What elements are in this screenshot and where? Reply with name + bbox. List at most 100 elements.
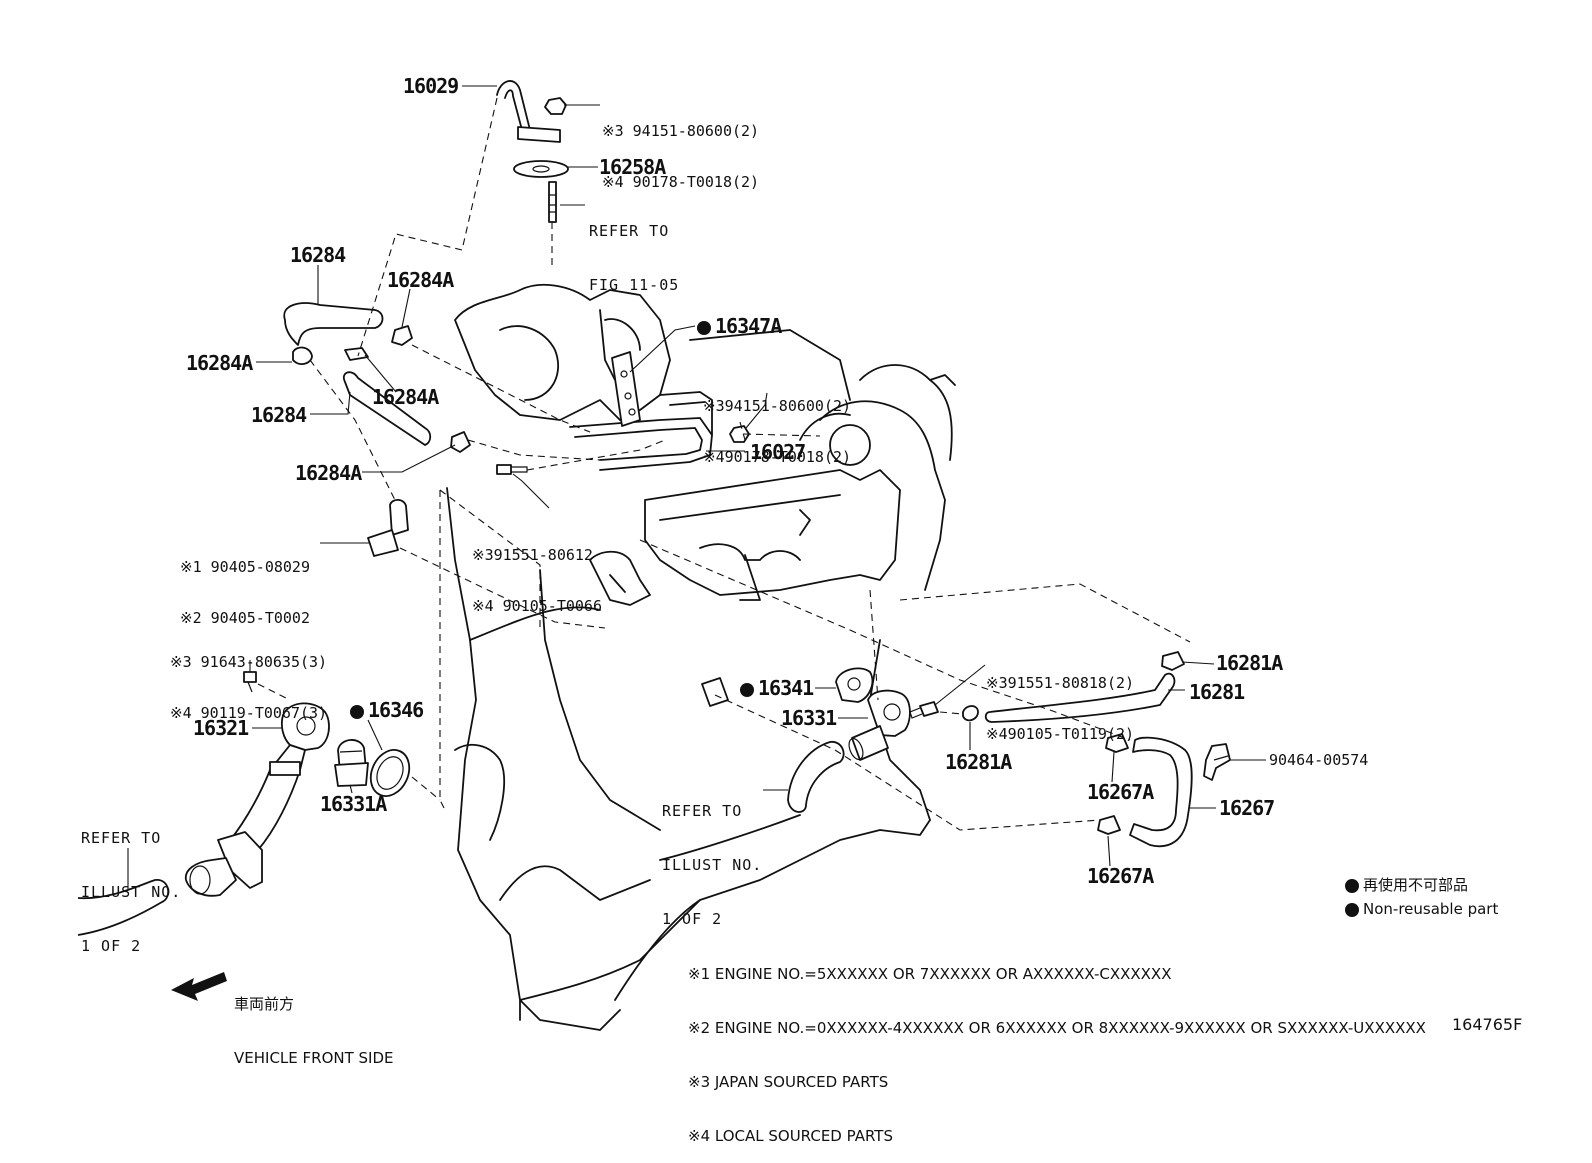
part-16284-mid-hose (342, 371, 432, 446)
callout-90464-00574: 90464-00574 (1269, 751, 1369, 769)
fastener-ref-bolt-mid: ※391551-80612 ※4 90105-T0066 (472, 513, 602, 632)
ref-line: ※394151-80600(2) (703, 397, 852, 415)
callout-16281: 16281 (1189, 680, 1245, 704)
fastener-ref-top: ※3 94151-80600(2) ※4 90178-T0018(2) (602, 89, 759, 208)
ref-line: 1 OF 2 (662, 910, 723, 928)
ref-line: ※391551-80612 (472, 546, 593, 564)
leader-lines (127, 85, 1266, 890)
callout-16284a: 16284A (387, 268, 454, 292)
part-16258a-gasket (513, 160, 569, 178)
ref-line: ※4 90119-T0067(3) (170, 704, 328, 722)
callout-text: 16347A (715, 314, 782, 338)
diagram-drawing (77, 80, 1266, 1031)
callout-16267: 16267 (1219, 796, 1275, 820)
front-arrow-icon (171, 972, 227, 1001)
fastener-ref-bolt-right: ※391551-80818(2) ※490105-T0119(2) (986, 641, 1134, 760)
callout-16331a: 16331A (320, 792, 387, 816)
callout-16284: 16284 (290, 243, 346, 267)
fastener-ref-bolt-left: ※3 91643-80635(3) ※4 90119-T0067(3) (170, 620, 327, 739)
callout-16258a: 16258A (599, 155, 666, 179)
ref-line: ※2 90405-T0002 (180, 609, 310, 627)
ref-line: ILLUST NO. (81, 883, 182, 901)
part-16267a-clip (1097, 815, 1121, 835)
direction-en: VEHICLE FRONT SIDE (234, 1049, 394, 1067)
part-16281-hose (984, 672, 1176, 723)
part-16281a-clip (1161, 651, 1185, 671)
footnote: ※1 ENGINE NO.=5XXXXXX OR 7XXXXXX OR AXXX… (688, 965, 1172, 983)
ref-line: ILLUST NO. (662, 856, 763, 874)
parts-diagram: 16029 ※3 94151-80600(2) ※4 90178-T0018(2… (77, 74, 1522, 1145)
callout-16029: 16029 (403, 74, 459, 98)
refer-fig-note: REFER TO FIG 11-05 (589, 186, 679, 312)
non-reusable-dot-icon (740, 682, 754, 697)
part-16267-hose (1129, 736, 1193, 848)
legend-non-reusable-en: Non-reusable part (1345, 900, 1498, 918)
non-reusable-dot-icon (1345, 878, 1359, 893)
legend-text: Non-reusable part (1363, 900, 1499, 918)
callout-16347a: 16347A (697, 314, 782, 338)
callout-16027: 16027 (750, 440, 806, 464)
part-16331-water-inlet (848, 689, 911, 761)
footnote: ※2 ENGINE NO.=0XXXXXX-4XXXXXX OR 6XXXXXX… (688, 1019, 1426, 1037)
water-hose (787, 741, 845, 813)
direction-label: 車両前方 VEHICLE FRONT SIDE (234, 959, 394, 1085)
ref-line: ※391551-80818(2) (986, 674, 1135, 692)
part-90464-clamp (1203, 743, 1231, 781)
fastener-ref-mid: ※394151-80600(2) ※490178-T0018(2) (703, 364, 851, 483)
part-16284a-clip (391, 325, 413, 346)
footnotes: ※1 ENGINE NO.=5XXXXXX OR 7XXXXXX OR AXXX… (688, 929, 1426, 1163)
ref-line: ※4 90178-T0018(2) (602, 173, 760, 191)
stud-icon (548, 181, 557, 223)
part-16321-water-outlet (184, 702, 330, 897)
ref-line: REFER TO (589, 222, 670, 240)
ref-line: ※490105-T0119(2) (986, 725, 1135, 743)
callout-16281a: 16281A (1216, 651, 1283, 675)
ref-line: ※4 90105-T0066 (472, 597, 602, 615)
part-16284-top-hose (283, 302, 384, 346)
bolt-icon (496, 464, 512, 475)
bolt-icon (919, 701, 939, 717)
callout-text: 16346 (368, 698, 424, 722)
part-16346-gasket (369, 749, 411, 797)
ref-line: REFER TO (81, 829, 162, 847)
callout-text: 16341 (758, 676, 814, 700)
direction-jp: 車両前方 (234, 995, 295, 1013)
part-16029-pipe (496, 80, 567, 143)
callout-16284: 16284 (251, 403, 307, 427)
callout-16284a: 16284A (372, 385, 439, 409)
ref-line: ※490178-T0018(2) (703, 448, 852, 466)
callout-16331: 16331 (781, 706, 837, 730)
ref-line: ※3 91643-80635(3) (170, 653, 328, 671)
legend-non-reusable-jp: 再使用不可部品 (1345, 876, 1468, 894)
ref-line: 1 OF 2 (81, 937, 142, 955)
part-16341-gasket (835, 667, 874, 703)
ref-line: ※1 90405-08029 (180, 558, 310, 576)
fastener-ref-union: ※1 90405-08029 ※2 90405-T0002 (180, 525, 310, 644)
non-reusable-dot-icon (697, 320, 711, 335)
callout-16267a: 16267A (1087, 780, 1154, 804)
part-16284a-clip (292, 346, 313, 365)
ref-line: FIG 11-05 (589, 276, 680, 294)
engine-block (446, 283, 956, 1031)
bolt-icon (243, 671, 257, 683)
callout-16341: 16341 (740, 676, 814, 700)
ref-line: REFER TO (662, 802, 743, 820)
callout-16284a: 16284A (186, 351, 253, 375)
part-16027-pipe (569, 351, 713, 471)
part-16284a-clip (450, 431, 471, 453)
non-reusable-dot-icon (1345, 902, 1359, 917)
hose-stub (701, 677, 729, 707)
assembly-lines (257, 97, 1191, 831)
part-16331a-thermostat (334, 739, 369, 787)
callout-16284a: 16284A (295, 461, 362, 485)
footnote: ※3 JAPAN SOURCED PARTS (688, 1073, 889, 1091)
callout-16267a: 16267A (1087, 864, 1154, 888)
part-16281a-clip (962, 705, 979, 722)
callout-16346: 16346 (350, 698, 424, 722)
footnote: ※4 LOCAL SOURCED PARTS (688, 1127, 893, 1145)
legend-text: 再使用不可部品 (1363, 876, 1469, 894)
ref-line: ※3 94151-80600(2) (602, 122, 760, 140)
callout-16321: 16321 (193, 716, 249, 740)
radiator-hose (77, 879, 170, 936)
callout-16281a: 16281A (945, 750, 1012, 774)
